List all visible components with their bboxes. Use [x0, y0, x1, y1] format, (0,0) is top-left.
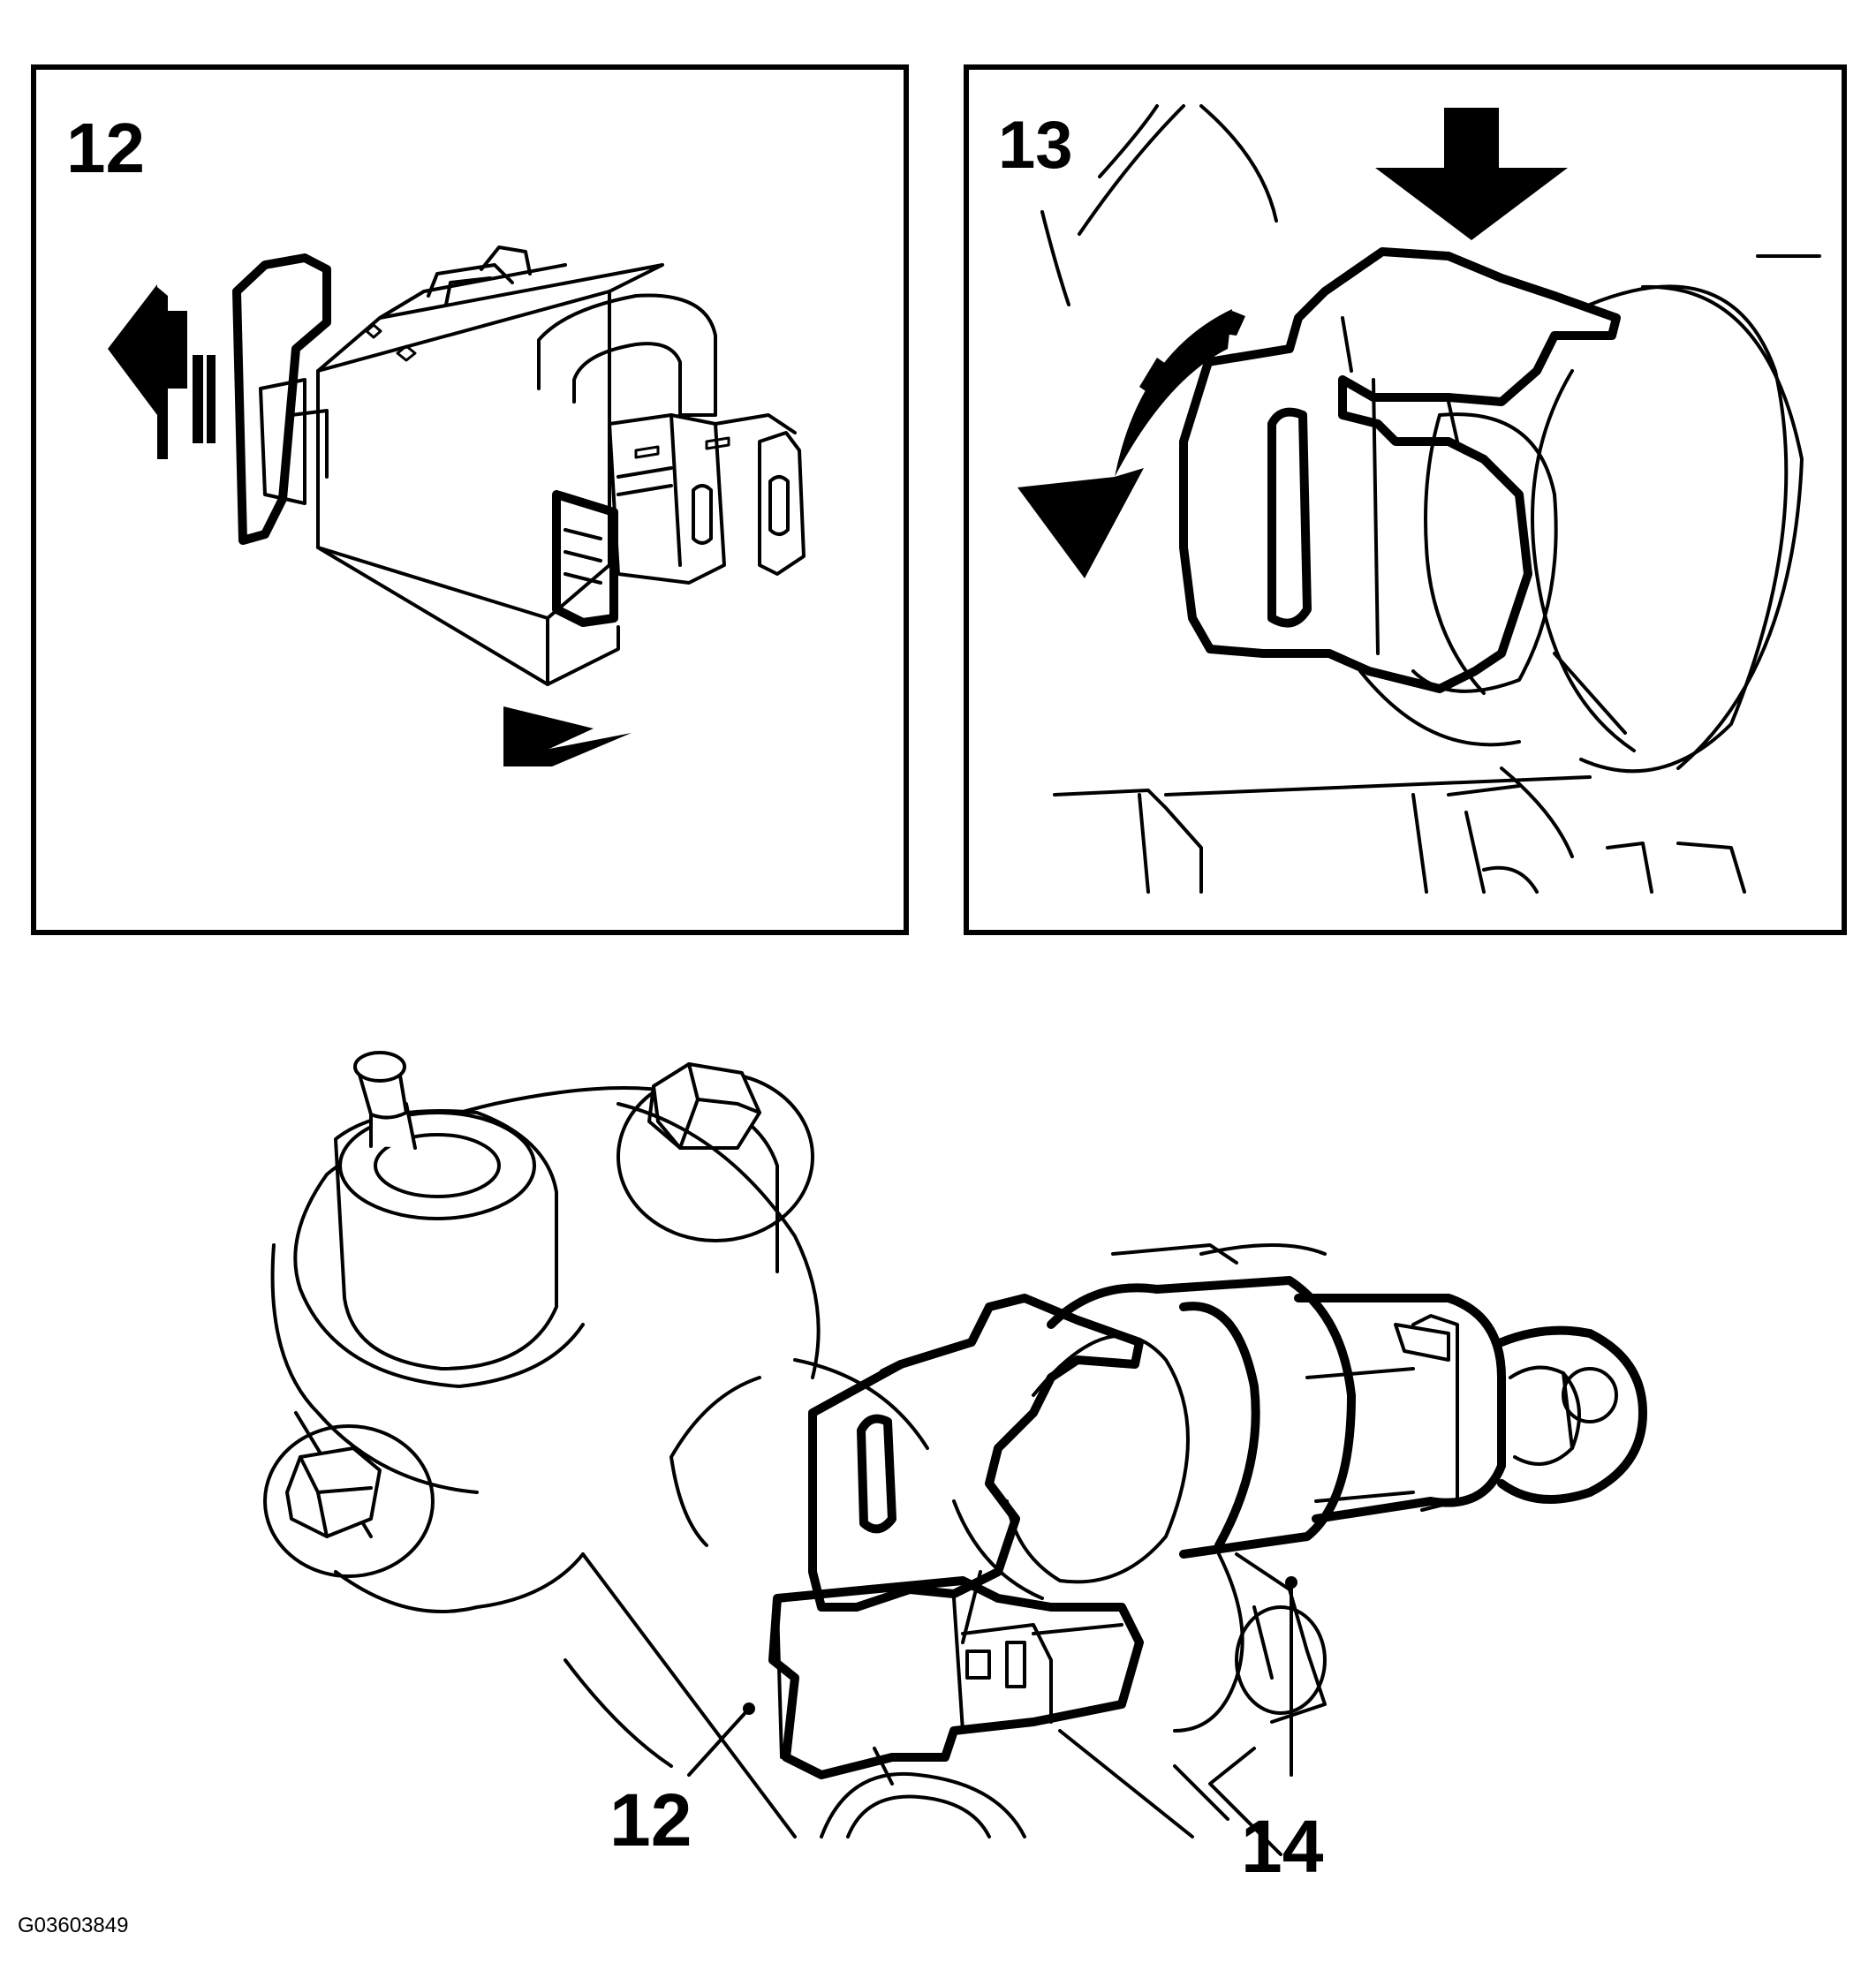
bolt-left [263, 1424, 435, 1578]
clip-release-illustration [1040, 104, 1821, 894]
slide-arrow-right [503, 706, 632, 766]
panel-13: 13 [964, 64, 1847, 935]
panel-12-step-label: 12 [66, 109, 145, 187]
rotate-arrow [1017, 309, 1245, 578]
connector-illustration [232, 245, 806, 686]
leader-12 [687, 1707, 751, 1777]
injector-assembly [263, 1051, 1647, 1856]
panel-12: 12 [31, 64, 909, 935]
pull-arrow-left [108, 284, 216, 459]
figure-code: G03603849 [18, 1914, 128, 1937]
panel-13-step-label: 13 [998, 108, 1073, 183]
push-arrow-down [1375, 108, 1568, 240]
callout-14: 14 [1241, 1805, 1324, 1888]
callout-12: 12 [609, 1778, 692, 1861]
